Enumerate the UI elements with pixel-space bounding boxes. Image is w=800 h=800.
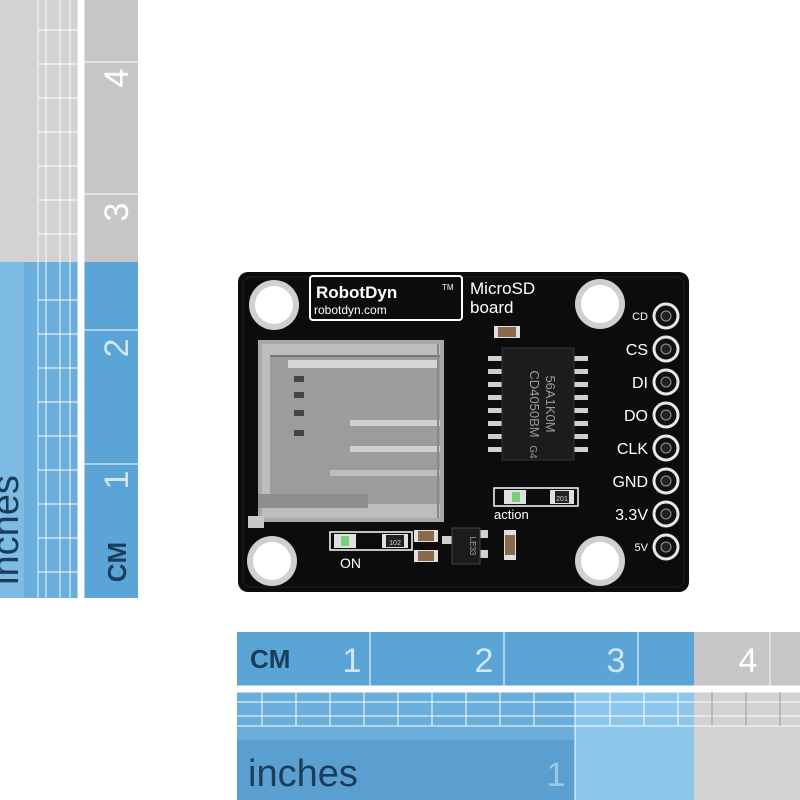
vertical-ticks [37,0,85,598]
cd4050-chip: 56A1K0M CD4050BM G4 [488,347,588,461]
brand-logo: RobotDyn [316,283,397,302]
resistor-r2-label: 201 [556,496,568,503]
mounting-holes [247,279,625,586]
chip-code: G4 [527,445,538,459]
brand-website: robotdyn.com [314,303,387,317]
hruler-num-3: 3 [607,642,626,680]
board-title-line1: MicroSD [470,279,535,298]
header-pin-hole [660,376,672,388]
chip-line1: 56A1K0M [543,375,558,432]
led-on-label: ON [340,555,361,571]
ldo-regulator: LE33 [442,527,488,565]
hruler-inches-label: inches [248,753,358,795]
header-pin-hole [660,541,672,553]
vruler-num-2: 2 [98,339,136,358]
vruler-num-3: 3 [98,203,136,222]
hruler-num-4: 4 [739,642,758,680]
header-pins: CD CS DI DO CLK GND 3.3V 5V [612,302,680,561]
board-title-line2: board [470,298,513,317]
resistor-r1-label: 102 [389,540,401,547]
hruler-num-2: 2 [475,642,494,680]
chip-line2: CD4050BM [527,370,542,437]
vruler-inches-label: inches [0,475,27,585]
horizontal-minor-ticks [261,692,781,726]
pin-label-gnd: GND [612,474,648,491]
hruler-num-1: 1 [343,642,362,680]
microsd-board: RobotDyn TM robotdyn.com MicroSD board [238,272,689,592]
header-pin-hole [660,442,672,454]
vruler-num-1: 1 [98,471,136,490]
vruler-num-4: 4 [98,69,136,88]
header-pin-hole [660,310,672,322]
pin-label-5v: 5V [635,542,649,554]
header-pin-hole [660,343,672,355]
pin-label-do: DO [624,408,648,425]
hruler-cm-label: CM [250,644,290,674]
header-pin-hole [660,475,672,487]
horizontal-ruler: CM 1 2 3 4 inches 1 [237,632,800,800]
regulator-label: LE33 [468,537,477,556]
vertical-ruler: 4 3 2 1 CM inches [0,0,138,598]
pin-label-di: DI [632,375,648,392]
header-pin-hole [660,409,672,421]
pin-label-33v: 3.3V [615,507,648,524]
pin-label-cd: CD [632,311,648,323]
brand-trademark: TM [442,283,454,292]
led-action-label: action [494,507,529,522]
pin-label-cs: CS [626,342,648,359]
header-pin-hole [660,508,672,520]
hruler-inch-num-1: 1 [547,756,566,794]
microsd-socket [248,340,444,528]
pin-label-clk: CLK [617,441,648,458]
vruler-cm-label: CM [102,542,132,582]
